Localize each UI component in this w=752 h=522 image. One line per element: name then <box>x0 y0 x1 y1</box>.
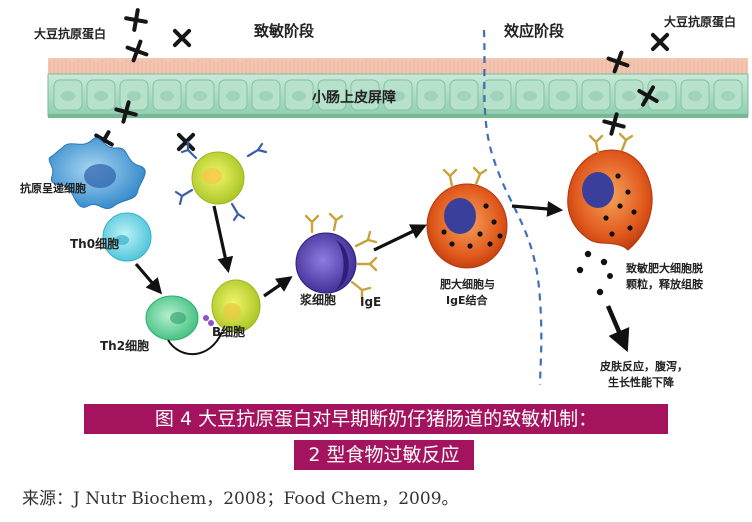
epithelial-nucleus <box>655 91 669 101</box>
activated-b-cell <box>203 279 261 333</box>
histamine-granules <box>576 250 613 296</box>
b-cell-label: B细胞 <box>212 324 245 339</box>
epithelial-nucleus <box>259 91 273 101</box>
arrow-b-to-plasma <box>263 276 293 298</box>
degranulation-label-line1: 致敏肥大细胞脱 <box>626 261 703 275</box>
sensitized-mast-cell <box>567 132 653 296</box>
arrow-plasma-to-mast <box>373 224 427 252</box>
th2-label: Th2细胞 <box>100 338 149 353</box>
figure-caption-line1: 图 4 大豆抗原蛋白对早期断奶仔猪肠道的致敏机制： <box>84 404 668 434</box>
epithelial-nucleus <box>556 91 570 101</box>
epithelial-nucleus <box>127 91 141 101</box>
antigen-icon <box>602 112 626 136</box>
antigen-icon <box>176 132 196 152</box>
plasma-cell <box>295 212 378 300</box>
epithelial-nucleus <box>589 91 603 101</box>
epithelial-nucleus <box>523 91 537 101</box>
epithelial-nucleus <box>160 91 174 101</box>
epithelial-nucleus <box>226 91 240 101</box>
arrow-bcell-down <box>212 205 234 274</box>
stage-divider <box>482 29 543 386</box>
figure-caption-line2: 2 型食物过敏反应 <box>294 440 474 470</box>
mast-cell-label-line1: 肥大细胞与 <box>440 277 495 291</box>
epithelial-nucleus <box>61 91 75 101</box>
antigen-label-left: 大豆抗原蛋白 <box>34 26 106 41</box>
degranulation-label-line2: 颗粒，释放组胺 <box>626 277 703 291</box>
antigen-presenting-cell <box>48 137 146 210</box>
th0-cell <box>102 212 152 262</box>
antigen-icon <box>637 85 659 107</box>
ige-label: IgE <box>360 295 381 309</box>
arrow-th0-to-th2 <box>134 262 163 295</box>
epithelial-nucleus <box>94 91 108 101</box>
apc-label: 抗原呈递细胞 <box>20 181 86 195</box>
antigen-icon <box>650 32 670 52</box>
sensitization-stage-label: 致敏阶段 <box>254 22 314 40</box>
arrow-granule-to-symptom <box>605 305 630 353</box>
symptom-label-line1: 皮肤反应，腹泻， <box>599 359 688 373</box>
epithelial-nucleus <box>457 91 471 101</box>
plasma-cell-label: 浆细胞 <box>299 292 336 307</box>
epithelial-nucleus <box>424 91 438 101</box>
antigen-label-right: 大豆抗原蛋白 <box>664 14 736 29</box>
effector-stage-label: 效应阶段 <box>504 22 564 40</box>
antigen-icon <box>125 39 149 63</box>
th0-label: Th0细胞 <box>70 236 119 251</box>
epithelial-nucleus <box>292 91 306 101</box>
intestinal-epithelium <box>47 58 749 118</box>
epithelial-nucleus <box>622 91 636 101</box>
th2-b-cell-link <box>167 331 223 355</box>
epithelial-nucleus <box>490 91 504 101</box>
mast-cell-ige <box>426 166 508 269</box>
antigen-icon <box>606 50 630 74</box>
antigen-icon <box>124 8 148 32</box>
epithelial-nucleus <box>688 91 702 101</box>
th2-cell <box>145 295 199 341</box>
epithelial-nucleus <box>193 91 207 101</box>
antigen-icon <box>172 28 192 48</box>
barrier-label: 小肠上皮屏障 <box>312 89 396 106</box>
antigen-icons <box>94 8 670 152</box>
epithelial-nucleus <box>325 91 339 101</box>
symptom-label-line2: 生长性能下降 <box>608 375 675 389</box>
antigen-icon <box>114 100 138 124</box>
epithelial-nucleus <box>721 91 735 101</box>
flow-arrows <box>134 200 630 353</box>
arrow-mast-to-effector <box>511 200 564 217</box>
source-citation: 来源：J Nutr Biochem，2008；Food Chem，2009。 <box>22 489 459 509</box>
epithelial-nucleus <box>391 91 405 101</box>
mast-cell-label-line2: IgE结合 <box>446 293 488 307</box>
naive-b-cell <box>174 140 268 222</box>
epithelial-nucleus <box>358 91 372 101</box>
